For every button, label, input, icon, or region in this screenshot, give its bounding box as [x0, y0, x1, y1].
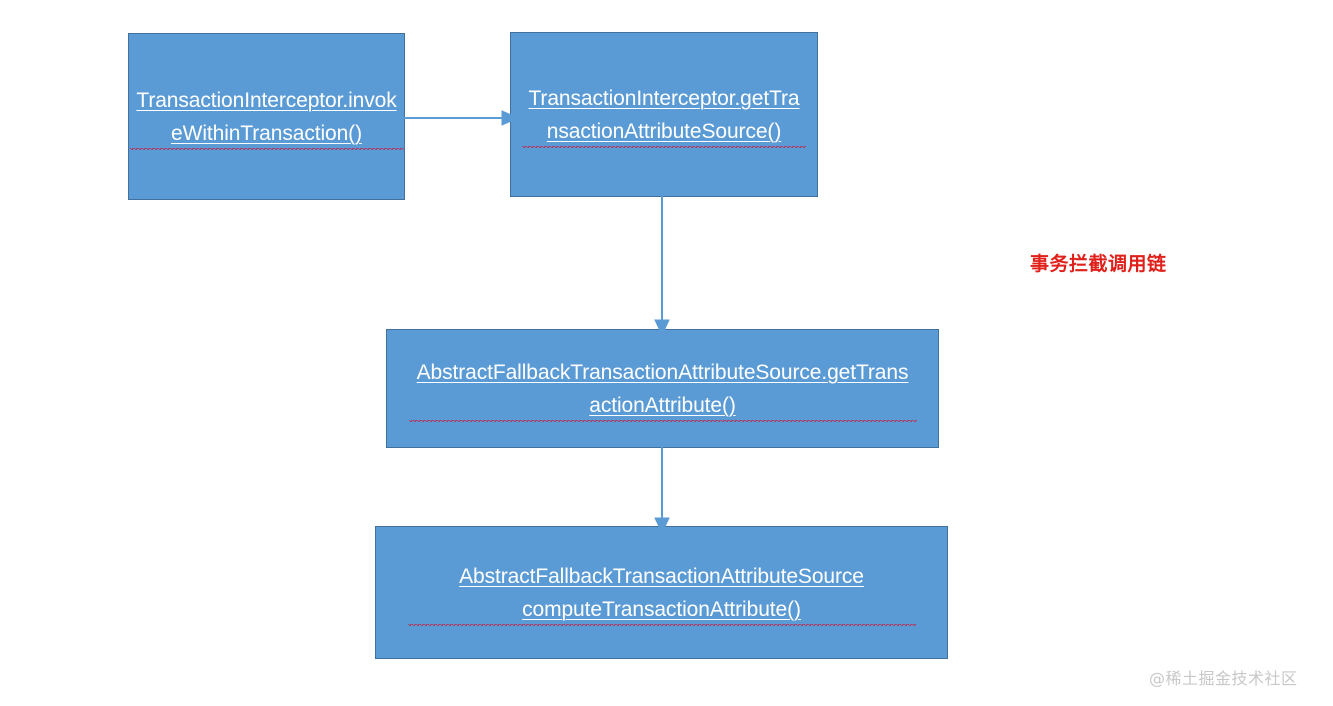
flow-node-label: AbstractFallbackTransactionAttributeSour…: [408, 355, 917, 422]
arrow-connector-node2-to-node3: [654, 192, 670, 337]
flow-node-label: TransactionInterceptor.getTransactionAtt…: [522, 81, 806, 148]
flow-node-transaction-interceptor-get-transaction-attribute-source[interactable]: TransactionInterceptor.getTransactionAtt…: [510, 32, 818, 197]
flow-node-label: AbstractFallbackTransactionAttributeSour…: [407, 559, 916, 626]
annotation-label: 事务拦截调用链: [1030, 253, 1167, 275]
flow-node-abstract-fallback-compute-transaction-attribute[interactable]: AbstractFallbackTransactionAttributeSour…: [375, 526, 948, 659]
watermark-label: @稀土掘金技术社区: [1149, 669, 1298, 688]
flow-node-transaction-interceptor-invoke-within-transaction[interactable]: TransactionInterceptor.invokeWithinTrans…: [128, 33, 405, 200]
arrow-connector-node3-to-node4: [654, 442, 670, 535]
arrow-connector-node1-to-node2: [404, 110, 520, 126]
flow-node-abstract-fallback-get-transaction-attribute[interactable]: AbstractFallbackTransactionAttributeSour…: [386, 329, 939, 448]
flow-node-label: TransactionInterceptor.invokeWithinTrans…: [129, 83, 404, 150]
